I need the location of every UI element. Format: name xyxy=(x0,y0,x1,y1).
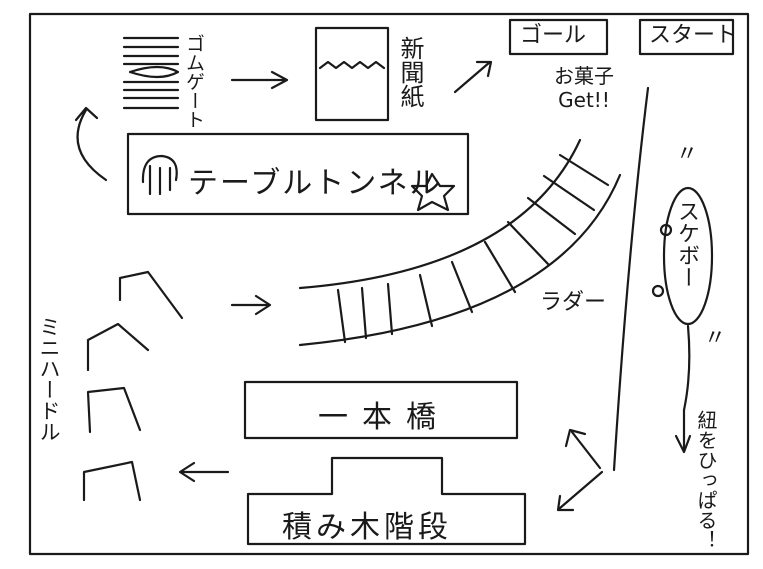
outer-frame xyxy=(28,12,750,556)
skateboard-label: スケボー xyxy=(674,200,699,288)
goal-box xyxy=(508,18,609,56)
block-stairs-label: 積み木階段 xyxy=(282,510,452,545)
mini-hurdle-shapes xyxy=(82,270,184,502)
ladder-shape xyxy=(298,138,622,347)
arrow-gate-to-paper xyxy=(230,70,289,90)
start-label: スタート xyxy=(649,23,738,48)
rubber-gate-label: ゴムゲート xyxy=(183,34,205,129)
block-stairs-shape xyxy=(246,456,527,546)
goal-label: ゴール xyxy=(520,23,587,48)
rubber-gate-shape xyxy=(122,36,180,110)
arrow-paper-to-goal xyxy=(453,60,493,94)
table-tunnel-shape xyxy=(126,132,470,216)
start-box xyxy=(638,18,735,56)
string-pull-label: 紐をひっぱる！ xyxy=(694,410,718,550)
ditto-mark-2: 〃 xyxy=(704,326,727,351)
arrow-tunnel-to-gate xyxy=(74,106,108,182)
start-line xyxy=(612,86,650,472)
bridge-shape xyxy=(243,380,519,440)
ladder-label: ラダー xyxy=(540,290,607,315)
arrow-to-bridge xyxy=(564,428,602,470)
ditto-mark-1: 〃 xyxy=(676,142,699,167)
skateboard-shape xyxy=(662,186,714,326)
arrow-stairs-to-hurdle xyxy=(178,461,230,483)
snack-get-label: お菓子Get!! xyxy=(554,64,614,112)
newspaper-shape xyxy=(314,26,390,122)
table-tunnel-label: テーブルトンネル xyxy=(188,166,442,201)
mini-hurdle-label: ミニハードル xyxy=(37,316,61,442)
bridge-label: 一本橋 xyxy=(318,400,450,435)
arrow-hurdle-to-ladder xyxy=(230,294,272,316)
arrow-to-stairs xyxy=(556,470,604,512)
newspaper-label: 新聞紙 xyxy=(396,36,424,108)
